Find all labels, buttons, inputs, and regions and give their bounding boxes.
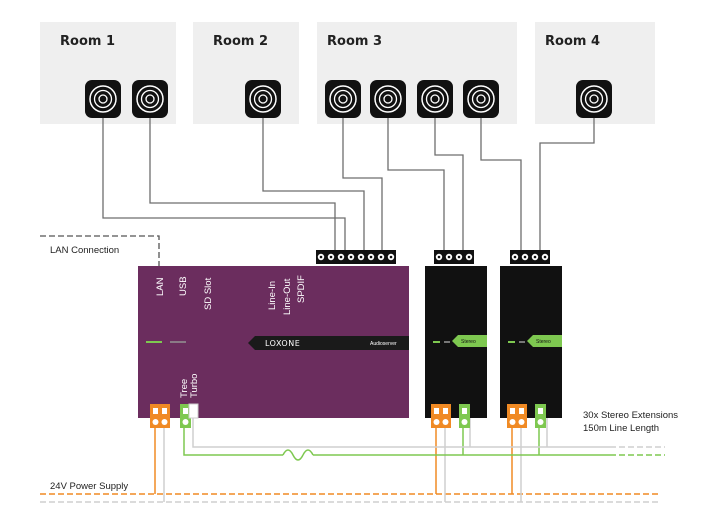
ext1-led-dim [444,341,450,343]
speaker-cable [262,118,365,252]
terminal-block [356,250,396,264]
speaker-cable [149,118,336,252]
ext2-led-dim [519,341,525,343]
ext2-badge [527,335,562,347]
speaker-icon [463,80,499,118]
room-2-label: Room 2 [213,34,268,49]
speaker-cable [387,118,445,252]
room-3-label: Room 3 [327,34,382,49]
terminals [316,250,550,264]
ext2-label: Stereo [536,339,551,345]
extensions-label-line2: 150m Line Length [583,423,659,434]
bottom-connector [535,404,546,428]
bottom-connector [459,404,470,428]
speaker-cable [480,118,522,252]
terminal-block [434,250,474,264]
lan-connection-label: LAN Connection [50,245,119,256]
speaker-icon [325,80,361,118]
ext2-led [508,341,515,343]
speaker-cable [102,118,346,252]
extensions-label-line1: 30x Stereo Extensions [583,410,678,421]
bottom-connector [150,404,170,428]
status-led [146,341,162,343]
terminal-block [510,250,550,264]
speaker-icon [370,80,406,118]
brand-logo: LOXONE [265,339,300,348]
status-led-dim [170,341,186,343]
speakers [85,80,612,118]
speaker-icon [85,80,121,118]
room-1-label: Room 1 [60,34,115,49]
port-line-in-label: Line-In [267,281,278,310]
bottom-connector [431,404,451,428]
bottom-connector [507,404,527,428]
lan-cable [40,235,160,266]
ext1-label: Stereo [461,339,476,345]
speaker-icon [132,80,168,118]
port-line-out-label: Line-Out [282,278,293,315]
speaker-icon [245,80,281,118]
port-usb-label: USB [178,276,189,296]
ext1-badge [452,335,487,347]
port-lan-label: LAN [155,277,166,296]
terminal-block [316,250,356,264]
bottom-connector [180,404,191,428]
speaker-cables [102,118,595,252]
ground-bus [40,428,660,503]
turbo-connector [188,403,199,419]
speaker-icon [576,80,612,118]
port-sd-slot-label: SD Slot [203,277,214,310]
model-label: Audioserver [370,341,397,347]
power-supply-label: 24V Power Supply [50,481,128,492]
speaker-cable [342,118,383,252]
speaker-cable [434,118,464,252]
bottom-connectors [150,403,546,428]
port-tree-label: Tree [179,379,190,398]
ext1-led [433,341,440,343]
room-4-label: Room 4 [545,34,600,49]
power-bus [40,428,660,495]
port-turbo-label: Turbo [189,374,200,398]
speaker-icon [417,80,453,118]
speaker-cable [539,118,595,252]
brand-bar [248,336,409,350]
port-spdif-label: SPDIF [296,275,307,303]
